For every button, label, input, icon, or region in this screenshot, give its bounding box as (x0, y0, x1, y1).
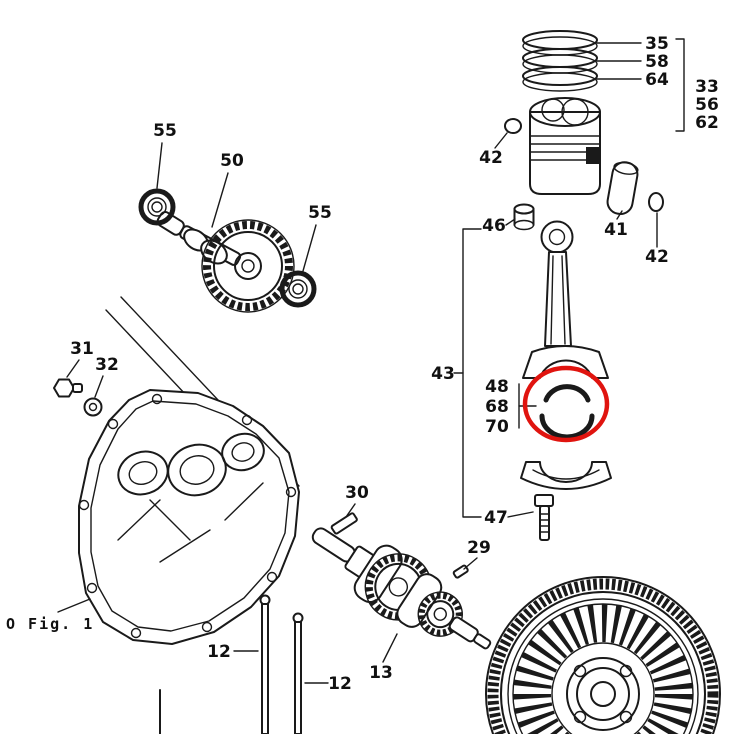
pushrod-front (259, 594, 271, 734)
callout-62: 62 (695, 113, 719, 133)
cover-bosses (117, 432, 265, 497)
callout-32: 32 (95, 355, 119, 375)
callout-50: 50 (220, 151, 244, 171)
washer (83, 397, 103, 417)
ball-bearing-rear (279, 270, 317, 308)
cover-bolt-holes (78, 393, 297, 639)
crankshaft-key (330, 512, 358, 535)
callout-55-rear: 55 (308, 203, 332, 223)
callout-46: 46 (482, 216, 506, 236)
callout-33: 33 (695, 77, 719, 97)
callout-58: 58 (645, 52, 669, 72)
camshaft-gear-assembly (156, 211, 295, 313)
callout-12-rear: 12 (328, 674, 352, 694)
leader-line (494, 132, 508, 149)
callout-29: 29 (467, 538, 491, 558)
crankshaft (311, 527, 492, 650)
callout-42-right: 42 (645, 247, 669, 267)
leader-line (57, 598, 91, 613)
callout-35: 35 (645, 34, 669, 54)
leader-lines (57, 38, 685, 684)
gearcase-cover (78, 389, 300, 645)
callout-labels: 35 58 64 33 56 62 42 41 42 46 43 48 68 7… (70, 34, 719, 694)
leader-line (211, 172, 229, 228)
callout-68: 68 (485, 397, 509, 417)
rod-cap (520, 461, 612, 490)
connecting-rod (522, 220, 609, 379)
piston-set-bracket (675, 38, 685, 132)
callout-42-left: 42 (479, 148, 503, 168)
snap-ring-left (504, 118, 522, 134)
leader-line (345, 503, 356, 518)
figure-caption: O Fig. 1 (6, 615, 94, 633)
highlight-circle (522, 365, 610, 443)
cover-ribs (117, 482, 264, 563)
leader-line (616, 210, 623, 220)
small-end-bushing (513, 203, 535, 231)
leader-line (156, 142, 163, 189)
leader-line (302, 224, 317, 272)
flywheel (485, 576, 721, 734)
hex-bolt (53, 378, 83, 398)
callout-47: 47 (484, 508, 508, 528)
piston-ring-set (522, 30, 598, 92)
callout-30: 30 (345, 483, 369, 503)
callout-48: 48 (485, 377, 509, 397)
piston-pin (606, 161, 639, 215)
conrod-bracket (462, 228, 482, 518)
leader-line (66, 359, 80, 378)
leader-line (94, 375, 104, 398)
snap-ring-right (648, 192, 664, 212)
callout-31: 31 (70, 339, 94, 359)
leader-line (505, 218, 516, 226)
rod-bolt (534, 494, 554, 541)
pushrod-rear (292, 612, 304, 734)
callout-56: 56 (695, 95, 719, 115)
leader-line (507, 511, 534, 518)
callout-43: 43 (431, 364, 455, 384)
crankpin-bearing-shells (539, 384, 595, 440)
callout-13: 13 (369, 663, 393, 683)
leader-line (463, 557, 478, 570)
callout-41: 41 (604, 220, 628, 240)
ball-bearing-front (138, 188, 176, 226)
callout-55-front: 55 (153, 121, 177, 141)
piston (529, 97, 601, 195)
callout-12-front: 12 (207, 642, 231, 662)
callout-70: 70 (485, 417, 509, 437)
leader-line (382, 633, 398, 663)
callout-64: 64 (645, 70, 669, 90)
